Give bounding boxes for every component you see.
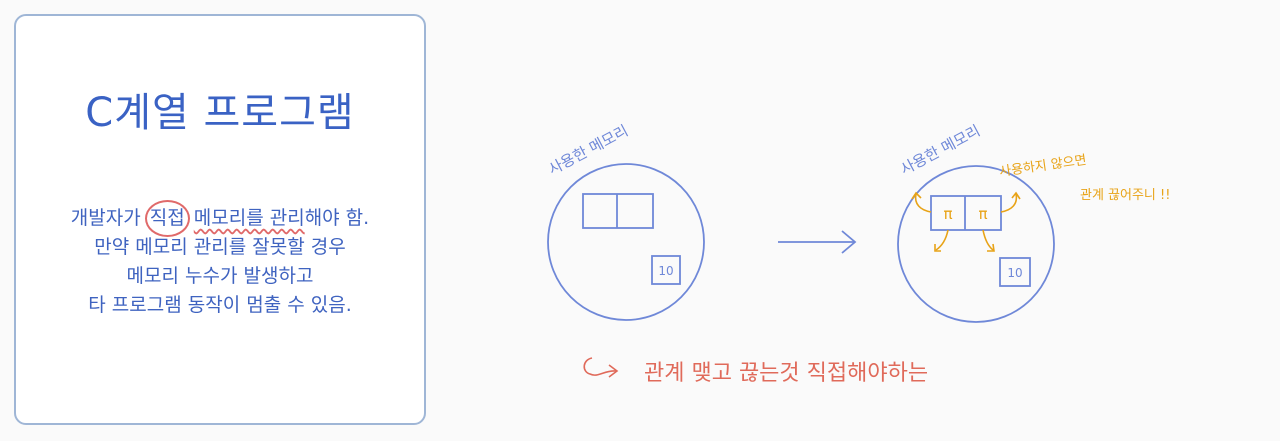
left-value-box xyxy=(651,255,681,285)
left-memory-circle xyxy=(547,163,705,321)
body-line-1-pre: 개발자가 xyxy=(70,207,147,229)
circled-word: 직접 xyxy=(144,200,190,237)
pointer-symbol-2: π xyxy=(978,205,987,223)
right-memory: 사용한 메모리 π π 10 사용하지 않으면 관계 끊어주니 !! xyxy=(897,122,1170,323)
bottom-note: 관계 맺고 끊는것 직접해야하는 xyxy=(583,357,928,386)
left-value-text: 10 xyxy=(658,264,673,278)
slide-card: C계열 프로그램 개발자가 직접 메모리를 관리해야 함. 만약 메모리 관리를… xyxy=(14,14,426,425)
underlined-phrase: 메모리를 관리 xyxy=(193,207,305,229)
broken-reference-arrows xyxy=(911,191,1021,252)
right-pointer-box xyxy=(930,195,1002,231)
note-line-1: 사용하지 않으면 xyxy=(998,153,1087,180)
bottom-note-text: 관계 맺고 끊는것 직접해야하는 xyxy=(644,361,928,386)
body-line-3: 메모리 누수가 발생하고 xyxy=(126,265,314,287)
pointer-symbol-1: π xyxy=(943,205,952,223)
slide-title: C계열 프로그램 xyxy=(85,90,355,136)
curl-arrow-icon xyxy=(583,357,617,376)
right-value-box xyxy=(999,257,1031,287)
right-memory-label: 사용한 메모리 xyxy=(897,122,983,179)
right-value-text: 10 xyxy=(1007,266,1022,280)
body-line-1-post: 해야 함. xyxy=(304,207,370,229)
transition-arrow xyxy=(778,230,857,254)
slide-body: 개발자가 직접 메모리를 관리해야 함. 만약 메모리 관리를 잘못할 경우 메… xyxy=(16,200,424,320)
body-line-1: 개발자가 직접 메모리를 관리해야 함. xyxy=(16,200,424,237)
body-line-4: 타 프로그램 동작이 멈출 수 있음. xyxy=(88,294,352,316)
left-memory-label: 사용한 메모리 xyxy=(545,122,631,179)
left-memory: 사용한 메모리 10 xyxy=(545,122,705,321)
left-pointer-box xyxy=(582,193,654,229)
note-line-2: 관계 끊어주니 !! xyxy=(1080,188,1170,203)
memory-diagram: 사용한 메모리 10 사용한 메모리 π π 10 사용하지 않으 xyxy=(545,122,1170,386)
body-line-2: 만약 메모리 관리를 잘못할 경우 xyxy=(94,236,346,258)
right-memory-circle xyxy=(897,165,1055,323)
